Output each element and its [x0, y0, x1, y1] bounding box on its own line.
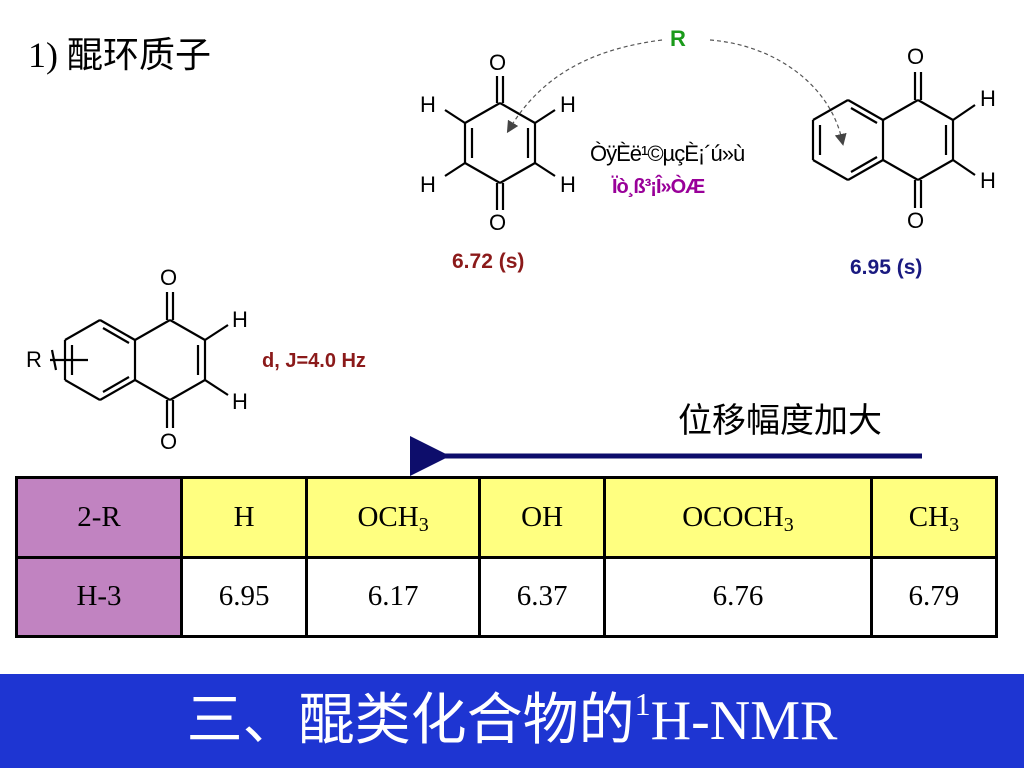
header-label-cell: 2-R [15, 476, 183, 559]
shift-trend-label: 位移幅度加大 [678, 403, 882, 440]
nq-oxygen-top: O [907, 44, 925, 69]
bq-hydrogen-bl: H [420, 172, 436, 197]
col-header: OH [478, 476, 607, 559]
naphthoquinone-structure [811, 72, 976, 208]
value-cell: 6.17 [305, 555, 482, 638]
garbled-text-line-1: ÒÿÈë¹©µçÈ¡´ú»ù [590, 141, 745, 166]
sub-oxygen-top: O [160, 265, 178, 290]
substituted-naphthoquinone-structure [50, 292, 229, 428]
bq-hydrogen-br: H [560, 172, 576, 197]
garbled-text-line-2: Ïò¸ß³¡Î»ÒÆ [612, 176, 705, 198]
footer-title-sup: 1 [634, 686, 651, 722]
col-header: H [179, 476, 309, 559]
footer-title-suffix: H-NMR [650, 690, 838, 752]
table-value-row: H-3 6.95 6.17 6.37 6.76 6.79 [15, 555, 999, 638]
col-header: OCOCH3 [603, 476, 873, 559]
value-cell: 6.95 [179, 555, 309, 638]
substituent-r-label: R [670, 26, 686, 51]
sub-r-label: R [26, 347, 42, 372]
nq-shift-value: 6.95 (s) [850, 256, 923, 279]
value-cell: 6.76 [603, 555, 873, 638]
col-header: CH3 [869, 476, 999, 559]
nq-hydrogen-bottom: H [980, 168, 996, 193]
col-header: OCH3 [305, 476, 482, 559]
row-label-cell: H-3 [15, 555, 183, 638]
sub-hydrogen-bottom: H [232, 389, 248, 414]
bq-hydrogen-tr: H [560, 92, 576, 117]
nq-oxygen-bottom: O [907, 208, 925, 233]
benzoquinone-structure [444, 76, 556, 210]
nmr-shift-table: 2-R H OCH3 OH OCOCH3 CH3 H-3 6.95 6.17 6… [15, 476, 999, 638]
sub-hydrogen-top: H [232, 307, 248, 332]
section-heading: 1) 醌环质子 [28, 35, 211, 75]
sub-oxygen-bottom: O [160, 429, 178, 454]
value-cell: 6.37 [478, 555, 607, 638]
value-cell: 6.79 [869, 555, 999, 638]
bq-oxygen-bottom: O [489, 210, 507, 235]
dashed-arrow-to-benzoquinone [506, 39, 663, 134]
table-header-row: 2-R H OCH3 OH OCOCH3 CH3 [15, 476, 999, 559]
bq-oxygen-top: O [489, 50, 507, 75]
footer-title-banner: 三、醌类化合物的1H-NMR [0, 674, 1024, 768]
coupling-label: d, J=4.0 Hz [262, 350, 366, 372]
bq-shift-value: 6.72 (s) [452, 250, 525, 273]
dashed-arrow-to-naphthoquinone [709, 39, 847, 146]
nq-hydrogen-top: H [980, 86, 996, 111]
bq-hydrogen-tl: H [420, 92, 436, 117]
footer-title-prefix: 三、醌类化合物的 [186, 690, 635, 752]
